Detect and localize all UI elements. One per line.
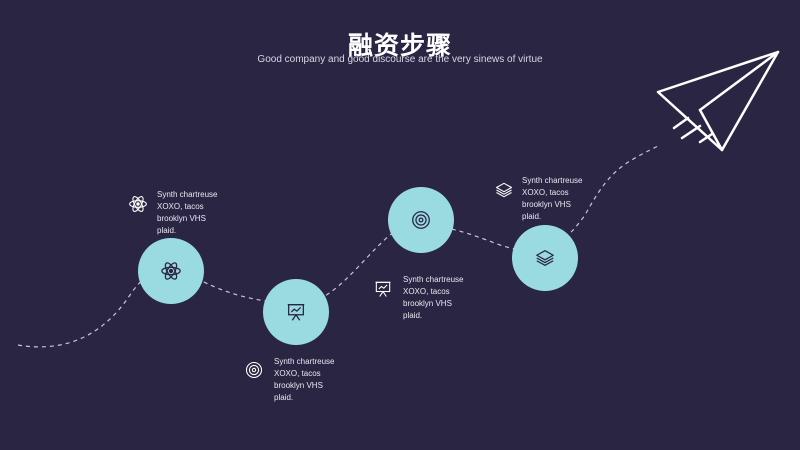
paper-plane-icon: [656, 50, 780, 152]
step-3-circle: [388, 187, 454, 253]
step-1-circle: [138, 238, 204, 304]
step-3-label-icon: [375, 281, 391, 297]
step-4-circle: [512, 225, 578, 291]
step-1-label-icon: [129, 196, 147, 212]
step-3-text: Synth chartreuse XOXO, tacos brooklyn VH…: [403, 275, 464, 320]
slide-subtitle: Good company and good discourse are the …: [257, 54, 543, 65]
step-2-text: Synth chartreuse XOXO, tacos brooklyn VH…: [274, 357, 335, 402]
layers-icon: [536, 250, 554, 266]
step-2-label-icon: [245, 361, 263, 379]
step-1-text: Synth chartreuse XOXO, tacos brooklyn VH…: [157, 190, 218, 235]
step-2-circle: [263, 279, 329, 345]
slide-title: 融资步骤: [347, 31, 452, 60]
step-4-text: Synth chartreuse XOXO, tacos brooklyn VH…: [522, 176, 583, 221]
target-icon: [412, 211, 430, 229]
step-4-label-icon: [495, 182, 513, 198]
atom-icon: [161, 262, 181, 280]
presentation-board-icon: [287, 304, 305, 321]
